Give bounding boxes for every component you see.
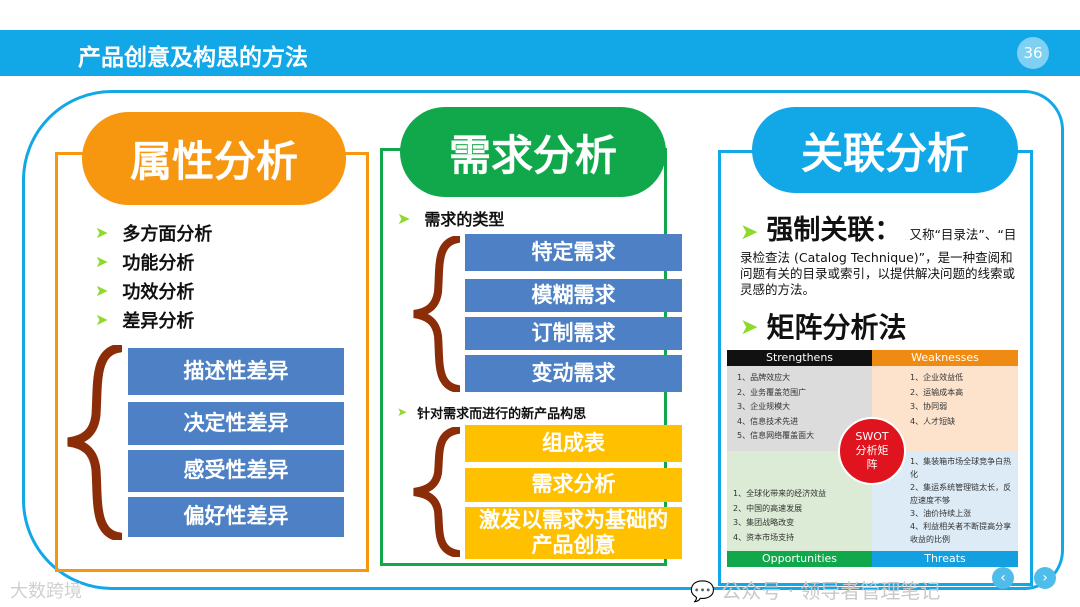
brace-icon [67, 345, 122, 540]
arrow-bullet-icon: ➤ [740, 220, 759, 245]
page-title: 产品创意及构思的方法 [78, 45, 308, 71]
section-heading: ➤针对需求而进行的新产品构思 [397, 405, 587, 422]
difference-box: 感受性差异 [128, 450, 344, 492]
attribute-analysis-heading: 属性分析 [82, 112, 346, 205]
arrow-bullet-icon: ➤ [397, 405, 408, 419]
bullet-item: ➤多方面分析 [95, 223, 213, 245]
content-frame [22, 90, 1064, 590]
bullet-item: ➤差异分析 [95, 310, 195, 332]
demand-type-box: 变动需求 [465, 355, 682, 392]
wechat-watermark: 💬 公众号 · 领导者管理笔记 [690, 579, 941, 603]
forced-association-item: ➤强制关联：又称“目录法”、“目录检查法 (Catalog Technique)… [740, 215, 1017, 297]
difference-box: 描述性差异 [128, 348, 344, 395]
bullet-item: ➤功能分析 [95, 252, 195, 274]
section-heading: ➤需求的类型 [397, 208, 505, 230]
demand-type-box: 模糊需求 [465, 279, 682, 312]
arrow-bullet-icon: ➤ [95, 223, 109, 242]
weaknesses-header: Weaknesses [872, 350, 1018, 366]
idea-box: 组成表 [465, 425, 682, 462]
matrix-analysis-item: ➤矩阵分析法 [740, 311, 907, 344]
title-bar [0, 30, 1080, 76]
arrow-bullet-icon: ➤ [95, 252, 109, 271]
association-analysis-heading: 关联分析 [752, 107, 1018, 193]
arrow-bullet-icon: ➤ [95, 281, 109, 300]
strengths-header: Strengthens [727, 350, 872, 366]
next-slide-button[interactable]: › [1034, 567, 1056, 589]
arrow-bullet-icon: ➤ [740, 315, 759, 340]
idea-box: 需求分析 [465, 468, 682, 502]
bullet-item: ➤功效分析 [95, 281, 195, 303]
difference-box: 偏好性差异 [128, 497, 344, 537]
demand-analysis-heading: 需求分析 [400, 107, 666, 197]
arrow-bullet-icon: ➤ [397, 208, 411, 228]
corner-watermark: 大数跨境 [10, 581, 82, 602]
opportunities-header: Opportunities [727, 551, 872, 567]
threats-header: Threats [872, 551, 1018, 567]
arrow-bullet-icon: ➤ [95, 310, 109, 329]
brace-icon [413, 236, 460, 392]
prev-slide-button[interactable]: ‹ [992, 567, 1014, 589]
page-number: 36 [1017, 37, 1049, 69]
difference-box: 决定性差异 [128, 402, 344, 445]
wechat-icon: 💬 [690, 579, 715, 603]
brace-icon [413, 427, 460, 557]
demand-type-box: 订制需求 [465, 317, 682, 350]
swot-center-badge: SWOT 分析矩阵 [838, 417, 906, 485]
idea-box: 激发以需求为基础的产品创意 [465, 507, 682, 559]
demand-type-box: 特定需求 [465, 234, 682, 271]
